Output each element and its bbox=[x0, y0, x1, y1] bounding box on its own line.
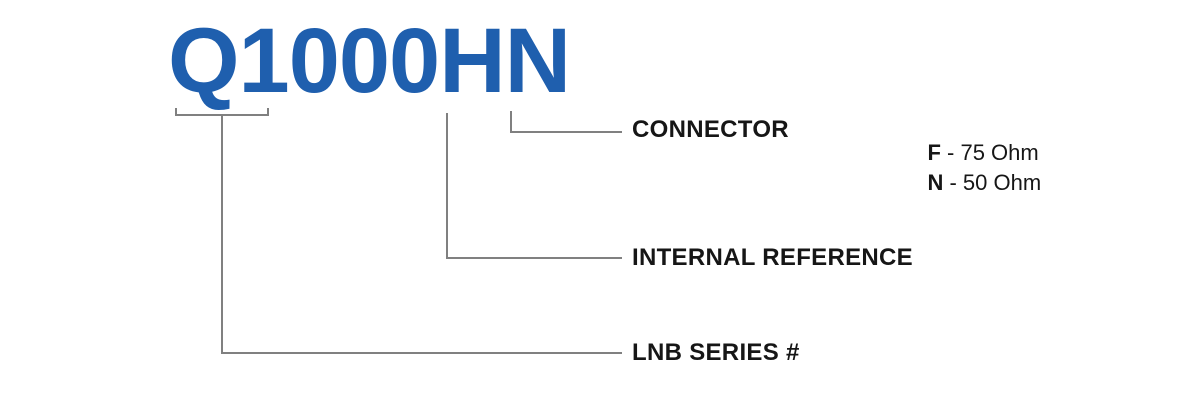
lnb-bracket-left-tick bbox=[175, 108, 177, 116]
label-internal-reference: INTERNAL REFERENCE bbox=[632, 244, 913, 271]
connector-option-n-description: 50 Ohm bbox=[962, 170, 1042, 195]
connector-option-f-code: F bbox=[927, 140, 941, 165]
connector-option-f: F - 75 Ohm bbox=[903, 120, 1039, 186]
connector-leader-horizontal bbox=[510, 131, 622, 133]
label-connector: CONNECTOR bbox=[632, 116, 789, 143]
connector-option-n-separator: - bbox=[943, 170, 963, 195]
label-lnb-series: LNB SERIES # bbox=[632, 339, 800, 366]
connector-leader-vertical bbox=[510, 111, 512, 133]
connector-option-f-description: 75 Ohm bbox=[960, 140, 1039, 165]
lnb-leader-vertical bbox=[221, 114, 223, 354]
internal-reference-leader-vertical bbox=[446, 113, 448, 259]
lnb-bracket-right-tick bbox=[267, 108, 269, 116]
part-number-text: Q1000HN bbox=[168, 10, 571, 112]
lnb-leader-horizontal bbox=[221, 352, 622, 354]
connector-option-n-code: N bbox=[927, 170, 944, 195]
internal-reference-leader-horizontal bbox=[446, 257, 622, 259]
connector-option-f-separator: - bbox=[940, 140, 961, 165]
connector-option-n: N - 50 Ohm bbox=[903, 150, 1041, 216]
